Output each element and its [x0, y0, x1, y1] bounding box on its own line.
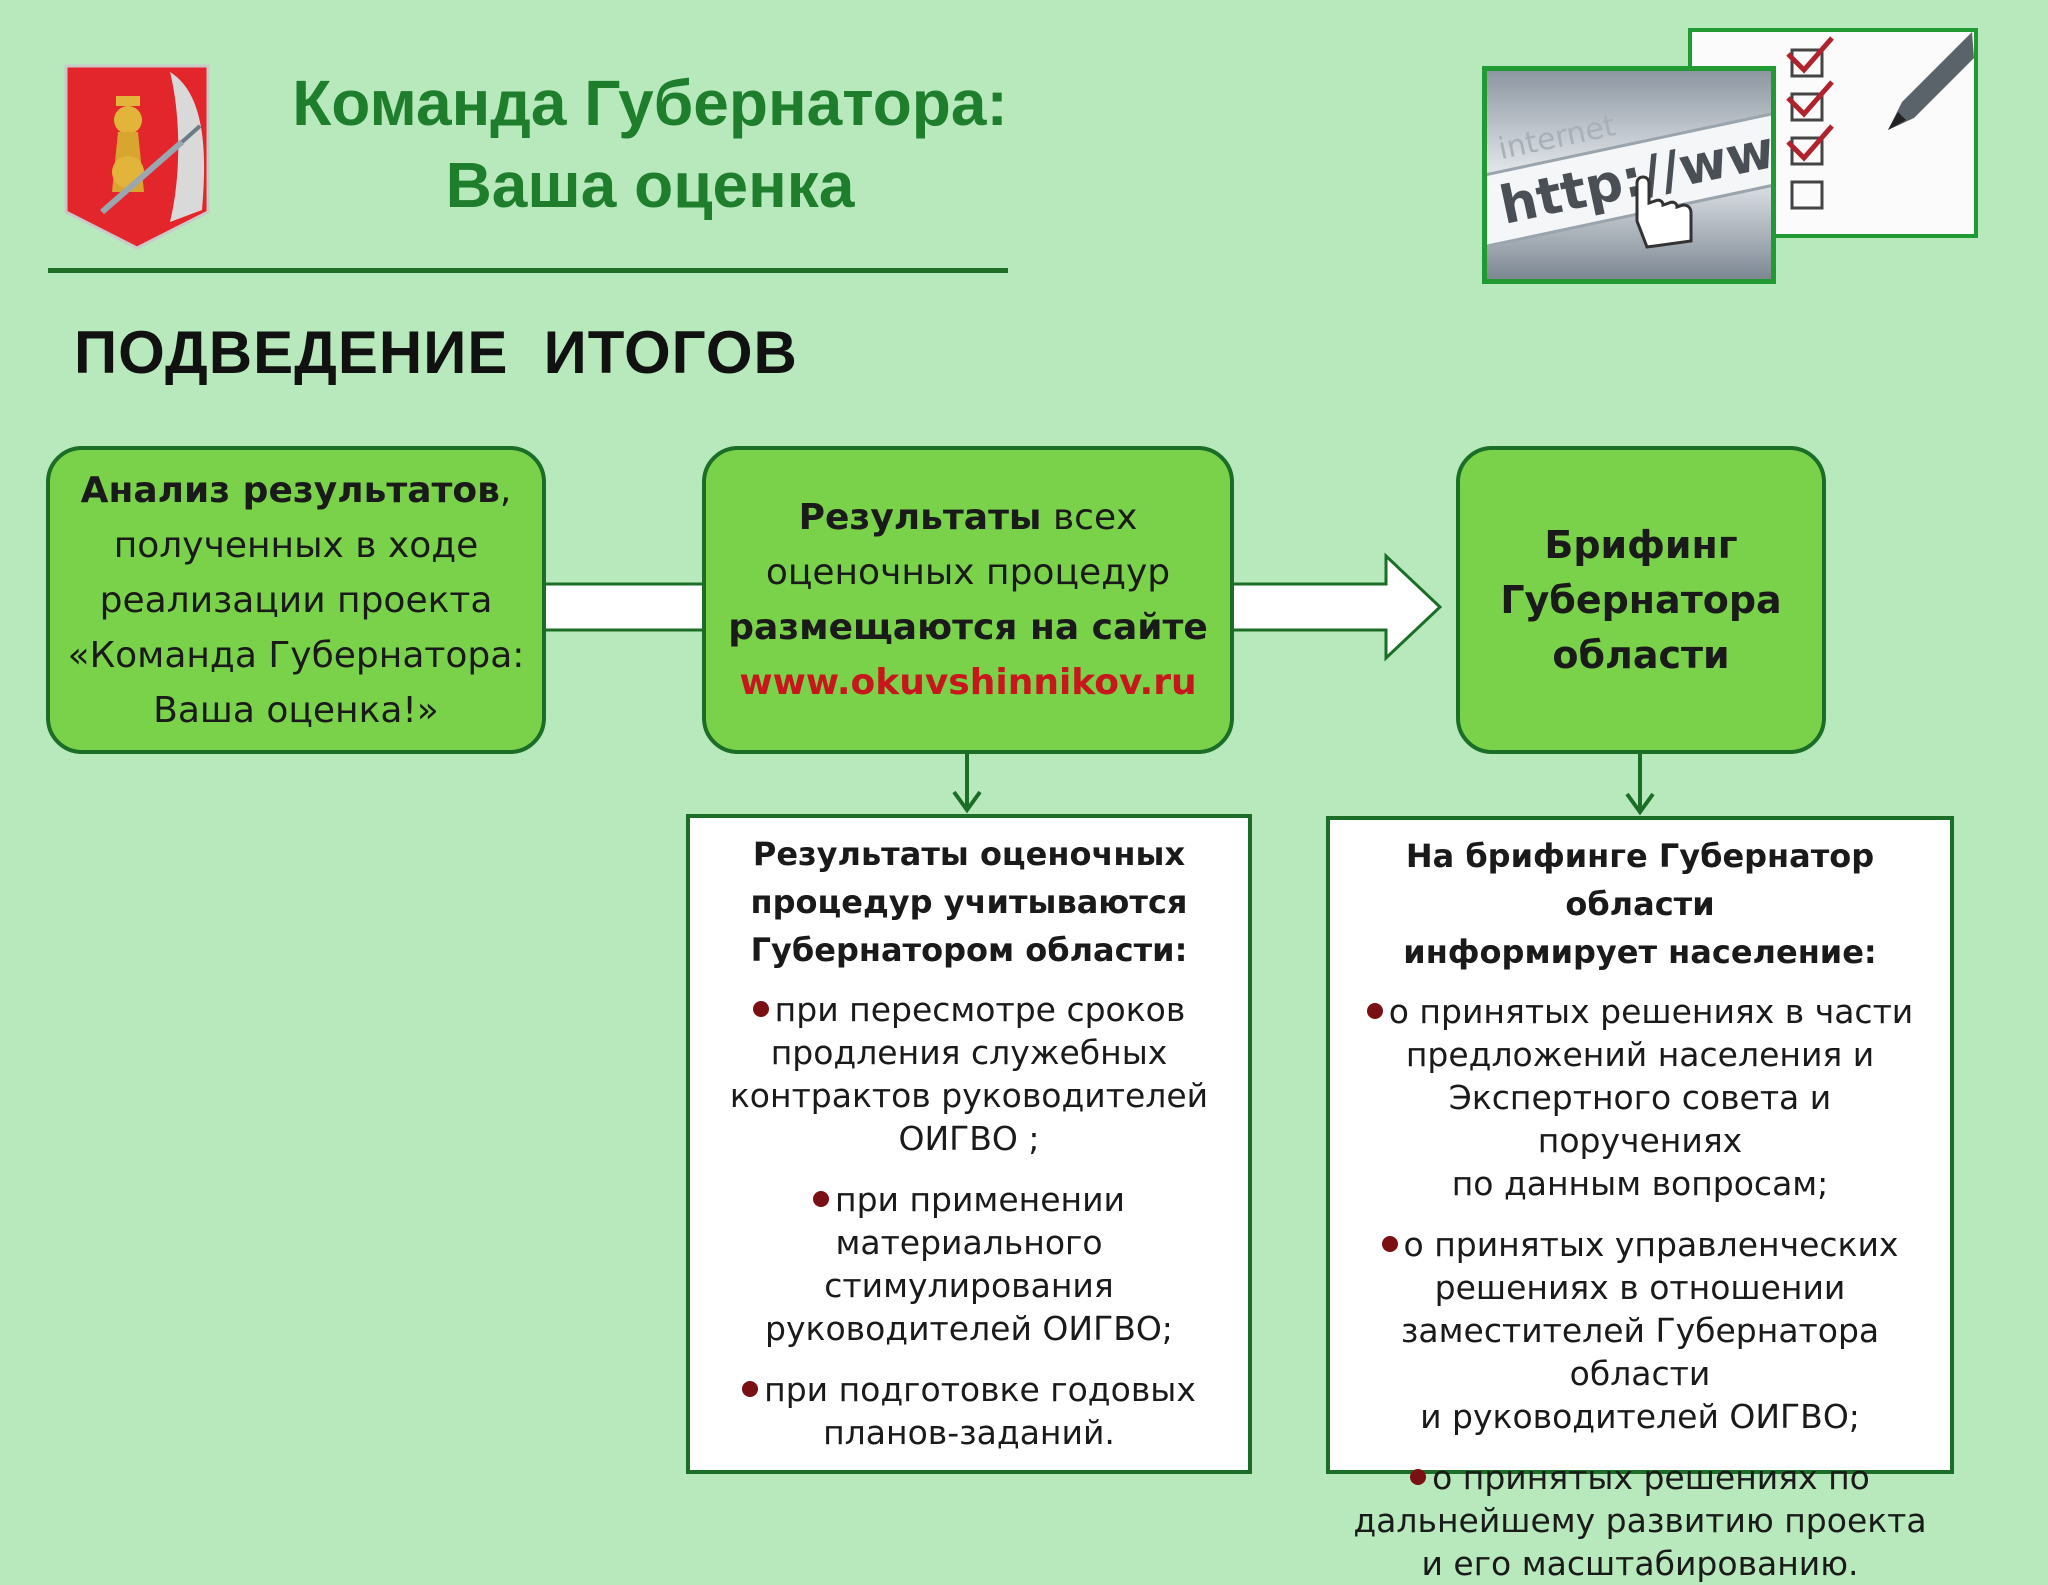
list-item-line: заместителей Губернатора области	[1400, 1311, 1880, 1393]
publish-line-3: размещаются на сайте	[728, 607, 1208, 648]
list-item-text: при подготовке годовых	[764, 1370, 1196, 1409]
page-title: Команда Губернатора: Ваша оценка	[220, 62, 1080, 226]
list-item: о принятых решениях в части предложений …	[1348, 990, 1932, 1205]
connector-band	[542, 582, 706, 632]
briefing-line-1: Брифинг	[1544, 522, 1738, 567]
briefing-heading-line-2: информирует население:	[1403, 933, 1877, 971]
vologda-coat-of-arms-icon	[64, 64, 210, 250]
list-item-line: и руководителей ОИГВО;	[1420, 1397, 1860, 1436]
list-item-line: о принятых управленческих	[1348, 1223, 1932, 1266]
bullet-icon	[1410, 1469, 1427, 1485]
list-item-line: предложений населения и	[1405, 1035, 1875, 1074]
analysis-line-4: «Команда Губернатора:	[67, 634, 525, 676]
briefing-heading-line-1: На брифинге Губернатор области	[1405, 837, 1875, 923]
list-item-line: стимулирования	[824, 1266, 1114, 1305]
list-item-line: при подготовке годовых	[708, 1368, 1230, 1411]
list-item-text: о принятых решениях по	[1432, 1458, 1870, 1497]
list-item: при применении материального стимулирова…	[708, 1178, 1230, 1350]
list-item-line: контрактов руководителей	[729, 1076, 1209, 1115]
list-item-line: решениях в отношении	[1434, 1268, 1846, 1307]
title-divider	[48, 268, 1008, 273]
results-heading-line-2: процедур учитываются	[750, 883, 1188, 921]
briefing-info-box: На брифинге Губернатор области информиру…	[1326, 816, 1954, 1583]
briefing-box: Брифинг Губернатора области	[1456, 446, 1826, 754]
list-item-line: руководителей ОИГВО;	[765, 1309, 1173, 1348]
analysis-box: Анализ результатов, полученных в ходе ре…	[46, 446, 546, 754]
list-item-line: по данным вопросам;	[1451, 1164, 1829, 1203]
bullet-icon	[752, 1001, 769, 1017]
list-item: при подготовке годовых планов-заданий.	[708, 1368, 1230, 1454]
list-item: о принятых решениях по дальнейшему разви…	[1348, 1456, 1932, 1585]
results-heading-line-1: Результаты оценочных	[752, 835, 1186, 873]
list-item-line: при применении	[708, 1178, 1230, 1221]
browser-url-icon: internet http://www	[1487, 71, 1771, 279]
list-item-line: планов-заданий.	[823, 1413, 1115, 1452]
list-item-line: о принятых решениях по	[1348, 1456, 1932, 1499]
browser-address-photo: internet http://www	[1482, 66, 1776, 284]
list-item: при пересмотре сроков продления служебны…	[708, 988, 1230, 1160]
publish-line-2: оценочных процедур	[765, 552, 1171, 593]
results-usage-box: Результаты оценочных процедур учитываютс…	[686, 814, 1252, 1474]
results-usage-heading: Результаты оценочных процедур учитываютс…	[708, 830, 1230, 974]
list-item-line: о принятых решениях в части	[1348, 990, 1932, 1033]
bullet-icon	[1366, 1003, 1383, 1019]
analysis-line-2: полученных в ходе	[113, 524, 479, 566]
bullet-icon	[1381, 1236, 1398, 1252]
list-item: о принятых управленческих решениях в отн…	[1348, 1223, 1932, 1438]
list-item-line: дальнейшему развитию проекта	[1353, 1501, 1927, 1540]
section-heading: ПОДВЕДЕНИЕ ИТОГОВ	[74, 319, 798, 386]
list-item-text: при применении	[835, 1180, 1125, 1219]
bullet-icon	[813, 1191, 829, 1207]
list-item-line: и его масштабированию.	[1421, 1544, 1859, 1583]
website-link[interactable]: www.okuvshinnikov.ru	[739, 662, 1197, 703]
title-line-2: Ваша оценка	[445, 149, 855, 221]
analysis-bold: Анализ результатов	[80, 469, 500, 511]
right-arrow-icon	[1230, 552, 1443, 662]
list-item-line: при пересмотре сроков	[708, 988, 1230, 1031]
briefing-line-3: области	[1552, 632, 1730, 677]
down-arrow-icon	[1625, 754, 1655, 816]
publish-rest-1: всех	[1041, 497, 1138, 538]
briefing-info-heading: На брифинге Губернатор области информиру…	[1348, 832, 1932, 976]
list-item-line: материального	[835, 1223, 1103, 1262]
briefing-line-2: Губернатора	[1500, 577, 1782, 622]
title-line-1: Команда Губернатора:	[292, 67, 1008, 139]
analysis-line-1: Анализ результатов,	[81, 463, 512, 518]
list-item-text: при пересмотре сроков	[774, 990, 1186, 1029]
publish-results-box: Результаты всех оценочных процедур разме…	[702, 446, 1234, 754]
results-heading-line-3: Губернатором области:	[750, 931, 1188, 969]
list-item-line: Экспертного совета и поручениях	[1448, 1078, 1832, 1160]
analysis-comma: ,	[499, 469, 512, 511]
list-item-line: ОИГВО ;	[898, 1119, 1040, 1158]
down-arrow-icon	[952, 754, 982, 814]
list-item-text: о принятых управленческих	[1403, 1225, 1899, 1264]
analysis-line-5: Ваша оценка!»	[153, 689, 439, 731]
analysis-line-3: реализации проекта	[99, 579, 493, 621]
publish-bold-1: Результаты	[798, 497, 1042, 538]
list-item-line: продления служебных	[770, 1033, 1168, 1072]
publish-line-1: Результаты всех	[799, 490, 1138, 545]
bullet-icon	[742, 1381, 759, 1397]
list-item-text: о принятых решениях в части	[1388, 992, 1914, 1031]
